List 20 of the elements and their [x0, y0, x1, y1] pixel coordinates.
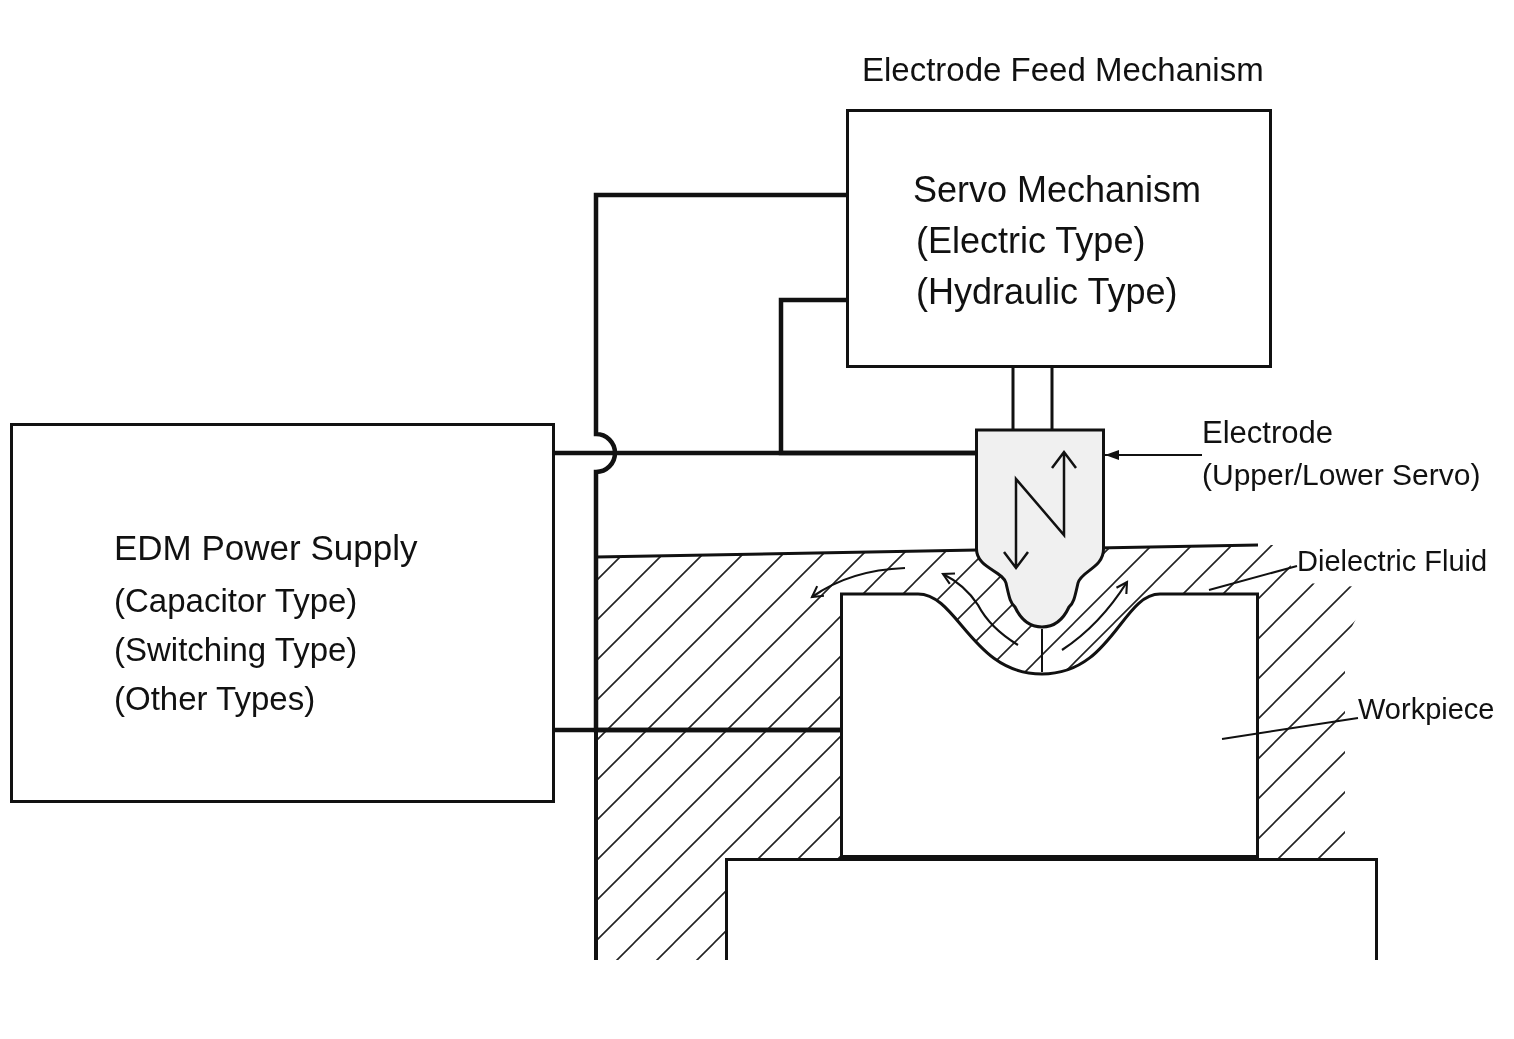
box-title: EDM Power Supply	[114, 527, 418, 569]
machine-table	[725, 858, 1378, 960]
electrode	[975, 368, 1105, 630]
pointer-arrow	[1104, 450, 1203, 460]
callout-label: Workpiece	[1358, 692, 1495, 727]
wire	[778, 297, 975, 456]
type-label: (Electric Type)	[916, 219, 1146, 263]
type-label: (Switching Type)	[114, 630, 358, 670]
callout-label: (Upper/Lower Servo)	[1202, 457, 1481, 493]
box-title: Servo Mechanism	[913, 168, 1202, 212]
heading-text: Electrode Feed Mechanism	[862, 50, 1264, 90]
type-label: (Capacitor Type)	[114, 581, 358, 621]
type-label: (Hydraulic Type)	[916, 270, 1178, 314]
wire	[593, 192, 846, 733]
type-label: (Other Types)	[114, 679, 316, 719]
power-supply-box	[10, 423, 555, 803]
callout-label: Electrode	[1202, 414, 1333, 452]
leader-line	[1208, 565, 1298, 591]
callout-label: Dielectric Fluid	[1297, 544, 1488, 579]
leader-line	[1221, 717, 1359, 740]
